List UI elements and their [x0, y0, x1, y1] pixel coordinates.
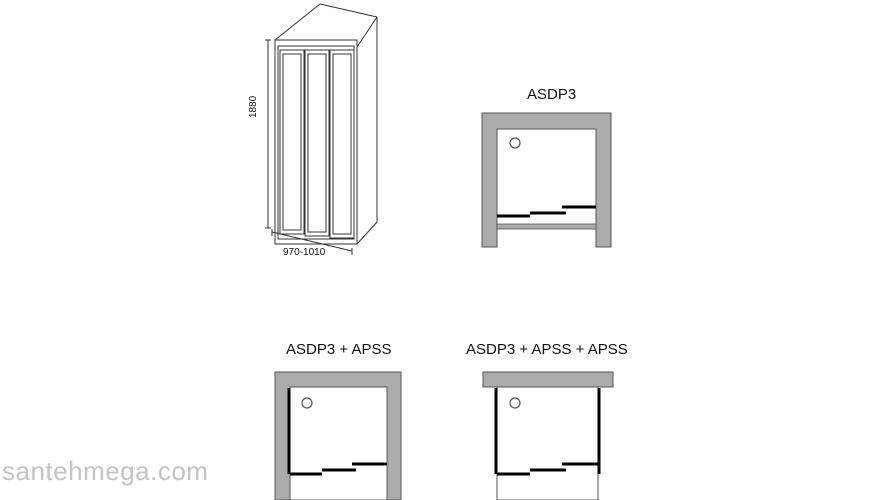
tray-base-strip [496, 223, 597, 230]
width-dimension-label: 970-1010 [283, 247, 326, 258]
config-label-asdp3-apss-apss: ASDP3 + APSS + APSS [466, 341, 628, 358]
wall-outline [482, 371, 614, 388]
config-label-asdp3-apss: ASDP3 + APSS [286, 341, 392, 358]
sliding-door-lines [497, 205, 596, 218]
drain-icon [509, 137, 521, 149]
watermark-text: santehmega.com [2, 456, 209, 486]
sliding-door-lines [497, 462, 598, 476]
drain-icon [509, 397, 521, 409]
sliding-door-lines [290, 462, 387, 476]
config-label-asdp3: ASDP3 [527, 86, 577, 103]
drain-icon [301, 397, 313, 409]
